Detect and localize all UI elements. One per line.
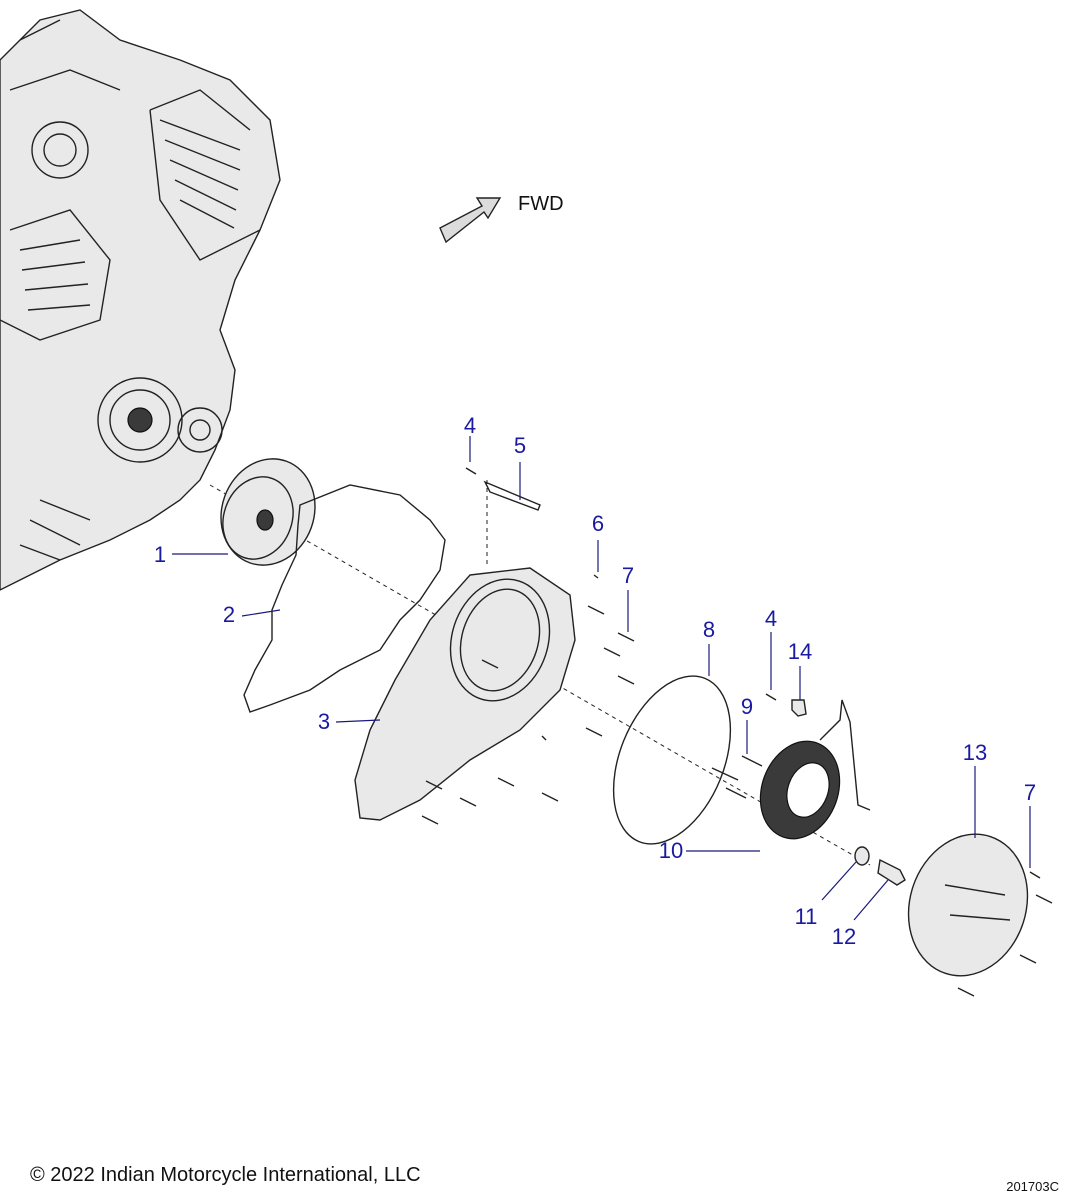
inner-cover-part xyxy=(354,567,576,821)
callout-2: 2 xyxy=(223,602,235,627)
callout-9: 9 xyxy=(741,694,753,719)
callout-8: 8 xyxy=(703,617,715,642)
callout-10: 10 xyxy=(659,838,683,863)
callout-5: 5 xyxy=(514,433,526,458)
center-bolt-part xyxy=(877,858,906,886)
wire-clip-part xyxy=(483,480,541,511)
engine-illustration xyxy=(0,9,281,591)
callout-1: 1 xyxy=(154,542,166,567)
callout-14: 14 xyxy=(788,639,812,664)
callout-6: 6 xyxy=(592,511,604,536)
fwd-arrow-icon xyxy=(439,197,502,244)
rotor-part xyxy=(220,458,316,566)
callout-11: 11 xyxy=(795,904,818,929)
stator-cover-part xyxy=(907,833,1029,977)
drawing-number: 201703C xyxy=(1006,1179,1059,1194)
fwd-label: FWD xyxy=(518,193,564,215)
callout-3: 3 xyxy=(318,709,330,734)
cover-gasket-part xyxy=(243,484,446,713)
copyright-notice: © 2022 Indian Motorcycle International, … xyxy=(30,1164,421,1186)
clamp-part xyxy=(791,699,807,717)
stator-part xyxy=(759,699,871,840)
washer-part xyxy=(854,846,870,866)
seal-ring-part xyxy=(612,675,732,845)
callout-13: 13 xyxy=(963,740,987,765)
callout-7-right: 7 xyxy=(1024,780,1036,805)
fastener-bolts xyxy=(421,467,1053,997)
callout-7-left: 7 xyxy=(622,563,634,588)
callout-4-lower: 4 xyxy=(765,606,777,631)
callout-leaders xyxy=(172,436,1031,921)
callout-12: 12 xyxy=(832,924,856,949)
callout-4-upper: 4 xyxy=(464,413,476,438)
